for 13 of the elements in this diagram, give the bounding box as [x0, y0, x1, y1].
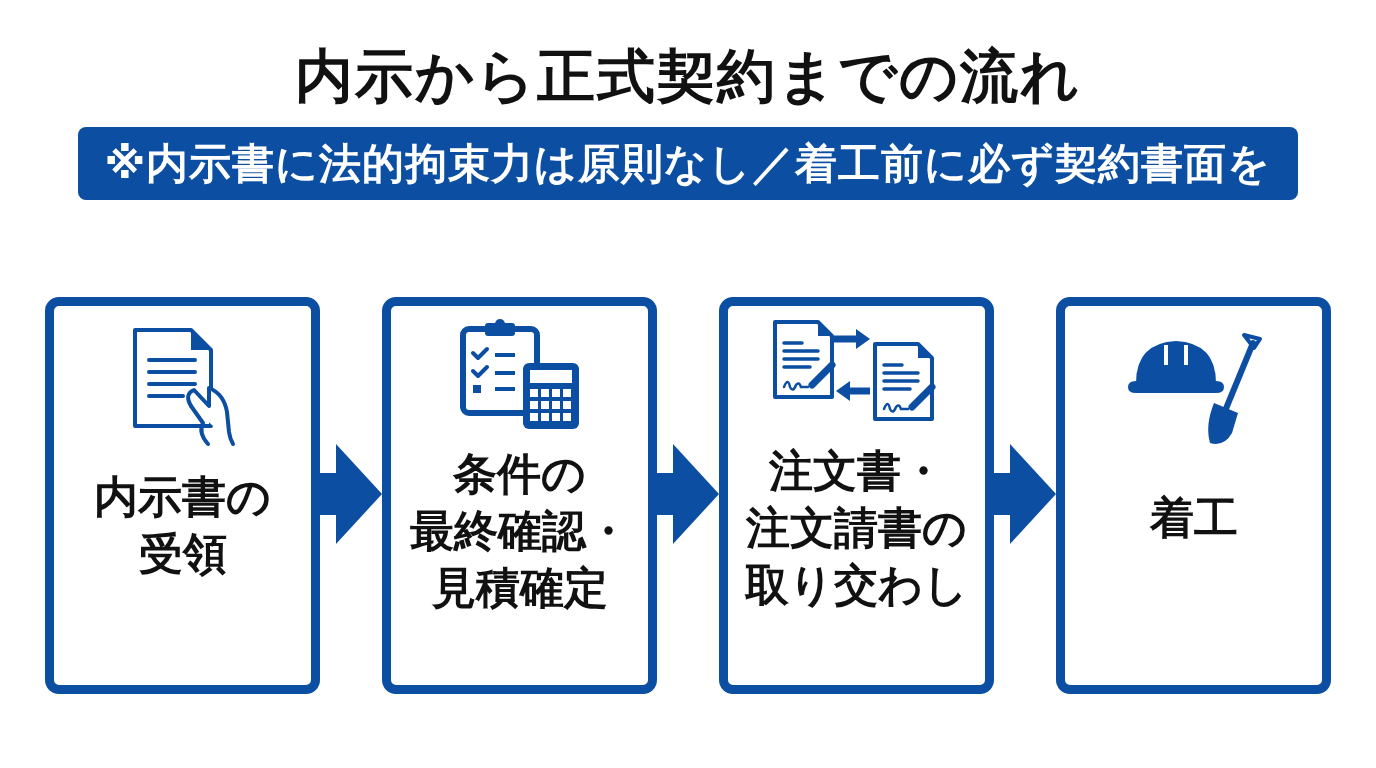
arrow: [657, 444, 719, 544]
arrow: [994, 444, 1056, 544]
step-text: 条件の最終確認・見積確定: [409, 446, 630, 615]
step-box: [45, 297, 320, 694]
step-text: 注文書・注文請書の取り交わし: [745, 443, 968, 612]
arrow: [320, 444, 382, 544]
step-box: [1056, 297, 1331, 694]
note-banner: ※内示書に法的拘束力は原則なし／着工前に必ず契約書面を: [78, 127, 1298, 200]
step-text: 着工: [1149, 490, 1238, 545]
title: 内示から正式契約までの流れ: [295, 41, 1081, 112]
step-box: [719, 297, 994, 694]
step-box: [382, 297, 657, 694]
step-text: 内示書の受領: [94, 470, 271, 581]
